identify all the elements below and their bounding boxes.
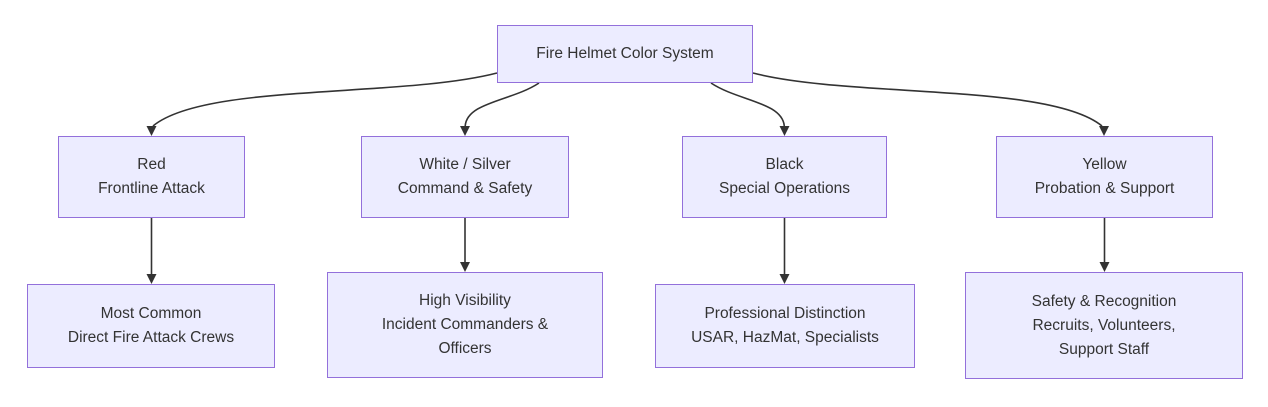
node-label-line: Probation & Support <box>1034 180 1175 197</box>
arrowhead-black <box>779 126 790 136</box>
node-category-white-silver: White / Silver Command & Safety <box>361 136 569 218</box>
node-label-line: Recruits, Volunteers, <box>1032 316 1176 334</box>
arrowhead-white <box>460 126 470 136</box>
node-label-line: USAR, HazMat, Specialists <box>691 329 879 346</box>
edge-root-to-red <box>152 72 498 127</box>
node-detail-black: Professional Distinction USAR, HazMat, S… <box>655 284 915 368</box>
arrowhead-yellow-detail <box>1099 262 1110 272</box>
node-label-line: Safety & Recognition <box>1031 292 1177 310</box>
arrowhead-white-detail <box>460 262 470 272</box>
node-detail-white-silver: High Visibility Incident Commanders & Of… <box>327 272 603 378</box>
node-label-line: Special Operations <box>719 180 850 197</box>
node-label-line: White / Silver <box>419 156 511 173</box>
node-label-line: Black <box>765 156 804 173</box>
node-label-line: Red <box>137 156 166 173</box>
edge-root-to-black <box>710 82 786 127</box>
arrowhead-yellow <box>1099 126 1109 136</box>
arrowhead-red <box>146 126 157 136</box>
node-label-line: Frontline Attack <box>98 180 205 197</box>
node-detail-red: Most Common Direct Fire Attack Crews <box>27 284 275 368</box>
arrowhead-black-detail <box>779 274 790 284</box>
edge-root-to-yellow <box>752 72 1103 127</box>
arrowhead-red-detail <box>146 274 157 284</box>
node-category-black: Black Special Operations <box>682 136 887 218</box>
node-label-line: High Visibility <box>419 292 511 309</box>
node-label-line: Support Staff <box>1058 340 1150 358</box>
edge-root-to-white <box>464 82 540 127</box>
node-label-line: Direct Fire Attack Crews <box>67 329 235 346</box>
node-root-label: Fire Helmet Color System <box>536 45 714 62</box>
node-root: Fire Helmet Color System <box>497 25 753 83</box>
node-label-line: Command & Safety <box>397 180 533 197</box>
node-label-line: Officers <box>438 340 492 357</box>
node-label-line: Incident Commanders & <box>381 316 549 333</box>
node-label-line: Yellow <box>1082 156 1127 173</box>
node-label-line: Most Common <box>100 305 202 322</box>
node-category-yellow: Yellow Probation & Support <box>996 136 1213 218</box>
node-label-line: Professional Distinction <box>704 305 866 322</box>
node-category-red: Red Frontline Attack <box>58 136 245 218</box>
node-detail-yellow: Safety & Recognition Recruits, Volunteer… <box>965 272 1243 379</box>
